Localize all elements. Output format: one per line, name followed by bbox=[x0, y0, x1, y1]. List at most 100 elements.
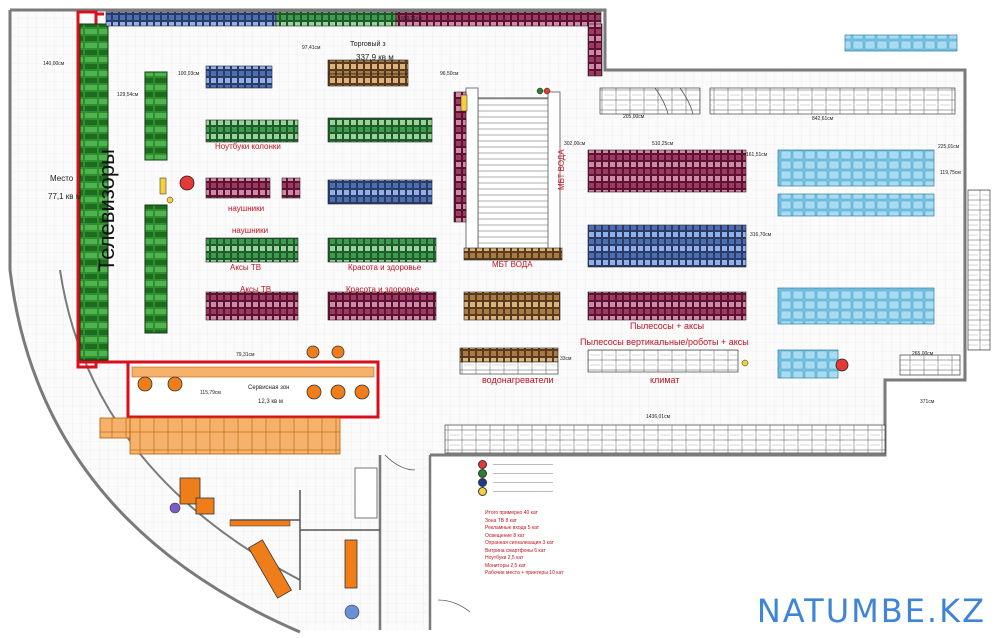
cyan-shelves bbox=[777, 34, 958, 379]
watermark: NATUMBE.KZ bbox=[756, 592, 986, 630]
televisions-label: Телевизоры bbox=[94, 149, 119, 272]
office-desk-2 bbox=[195, 497, 215, 515]
dimension-label: 316,70см bbox=[750, 232, 772, 238]
counter-bottom bbox=[444, 424, 886, 454]
office-desk-5 bbox=[229, 519, 291, 527]
legend-line bbox=[493, 491, 553, 492]
office-chair bbox=[169, 502, 181, 514]
mbt-water-shelf bbox=[463, 247, 563, 261]
top-shelf-blue bbox=[105, 11, 277, 27]
office-wall bbox=[230, 490, 380, 590]
office-cabinet bbox=[354, 467, 378, 519]
summary-line: Мониторы 2,5 кат bbox=[485, 562, 526, 569]
counter-right bbox=[967, 189, 991, 351]
dimension-label: 115,79см bbox=[200, 390, 221, 396]
place-area: 77,1 кв м bbox=[48, 192, 82, 201]
legend bbox=[478, 460, 588, 498]
dimension-label: 161,51см bbox=[746, 152, 768, 158]
summary-line: Рекламные входа 5 кат bbox=[485, 525, 540, 531]
summary-line: Ноутбуки 2,5 кат bbox=[485, 555, 524, 561]
counter-top-1 bbox=[599, 87, 701, 115]
summary-line: Итого примерно 40 кат bbox=[485, 510, 538, 516]
curved-wall-area bbox=[10, 270, 300, 630]
dimension-label: 119,75см bbox=[940, 170, 961, 176]
trade-hall-label: Торговый з bbox=[350, 41, 386, 48]
counter-top-2 bbox=[709, 87, 956, 115]
dimension-label: 265,00см bbox=[912, 351, 934, 357]
mbt-water-label: МБТ ВОДА bbox=[492, 260, 533, 269]
vertical-vacuums-label: Пылесосы вертикальные/роботы + аксы bbox=[580, 337, 749, 347]
dimension-label: 33см bbox=[560, 356, 572, 362]
dimension-label: 371см bbox=[920, 399, 935, 405]
dimension-label: 302,00см bbox=[564, 141, 586, 147]
dimension-label: 1089,31см bbox=[398, 16, 423, 22]
legend-marker-navy bbox=[478, 478, 487, 487]
summary-line: Зона ТВ 8 кат bbox=[485, 517, 517, 524]
right-top-shelf bbox=[587, 23, 603, 77]
top-shelf-maroon bbox=[395, 11, 602, 27]
service-chairs bbox=[137, 345, 370, 400]
summary-line: Освещение 8 кат bbox=[485, 532, 525, 539]
office-desk-1 bbox=[179, 477, 201, 505]
legend-line bbox=[493, 464, 553, 465]
gondola-blue-2 bbox=[587, 224, 747, 268]
office-chair-2 bbox=[344, 604, 360, 620]
dimension-label: 205,00см bbox=[623, 114, 645, 120]
dimension-label: 140,00см bbox=[43, 61, 65, 67]
dimension-label: 510,25см bbox=[652, 141, 674, 147]
legend-row bbox=[478, 460, 588, 469]
laptops-label: Ноутбуки колонки bbox=[215, 142, 281, 151]
dimension-label: 97,41см bbox=[302, 45, 321, 51]
accessories-tv-label-1: Аксы ТВ bbox=[230, 263, 262, 272]
vacuums-label: Пылесосы + аксы bbox=[630, 321, 705, 331]
door-right bbox=[654, 87, 694, 115]
service-zone-label: Сервисная зон bbox=[248, 385, 290, 391]
water-heater-counter-2 bbox=[459, 361, 559, 375]
service-counter bbox=[131, 366, 375, 378]
climate-label: климат bbox=[650, 375, 680, 385]
legend-row bbox=[478, 469, 588, 478]
service-area-label: 12,3 кв м bbox=[258, 399, 283, 405]
mbt-water-vertical-label: МБТ ВОДА bbox=[557, 149, 566, 190]
accessories-tv-label-2: Аксы ТВ bbox=[240, 285, 272, 294]
orange-cabinets-2 bbox=[99, 417, 131, 439]
counter-right-bottom bbox=[899, 354, 961, 376]
staircase bbox=[477, 97, 553, 251]
place-label: Место bbox=[50, 174, 74, 183]
orange-cabinets bbox=[129, 417, 341, 455]
legend-line bbox=[493, 473, 553, 474]
gondolas-left bbox=[205, 59, 437, 321]
door-bottom bbox=[384, 454, 416, 471]
mbt-shelf-left bbox=[453, 91, 467, 223]
beauty-label-1: Красота и здоровье bbox=[348, 263, 422, 272]
dimension-label: 1436,01см bbox=[646, 414, 671, 420]
summary-line: Витрина смартфоны 6 кат bbox=[485, 547, 546, 554]
office-desk-3 bbox=[248, 539, 292, 599]
dimension-label: 100,03см bbox=[178, 71, 200, 77]
dimension-label: 225,01см bbox=[938, 144, 960, 150]
legend-marker-green bbox=[478, 469, 487, 478]
markers bbox=[159, 87, 849, 372]
gondola-maroon-1 bbox=[587, 149, 747, 193]
curved-outer-wall bbox=[8, 10, 301, 634]
legend-marker-yellow bbox=[478, 487, 487, 496]
summary-line: Рабочие места + принтеры 10 кат bbox=[485, 570, 564, 576]
trade-area: 337,9 кв м bbox=[356, 53, 394, 62]
dimension-label: 842,61см bbox=[812, 116, 834, 122]
legend-marker-red bbox=[478, 460, 487, 469]
legend-line bbox=[493, 482, 553, 483]
office-desk-4 bbox=[344, 539, 358, 589]
tv-stand-1 bbox=[144, 71, 168, 161]
water-heaters-label: водонагреватели bbox=[482, 375, 554, 385]
headphones-label-1: наушники bbox=[228, 204, 265, 213]
dimension-label: 96,50см bbox=[440, 71, 459, 77]
summary-notes: Итого примерно 40 кат Зона ТВ 8 кат Рекл… bbox=[485, 510, 564, 578]
gondola-brown bbox=[463, 291, 561, 321]
stair-divider bbox=[465, 87, 479, 251]
legend-row bbox=[478, 478, 588, 487]
tv-stand-2 bbox=[144, 204, 168, 334]
beauty-label-2: Красота и здоровье bbox=[346, 285, 420, 294]
door-bottom-2 bbox=[437, 599, 471, 613]
dimension-label: 79,31см bbox=[236, 352, 255, 358]
